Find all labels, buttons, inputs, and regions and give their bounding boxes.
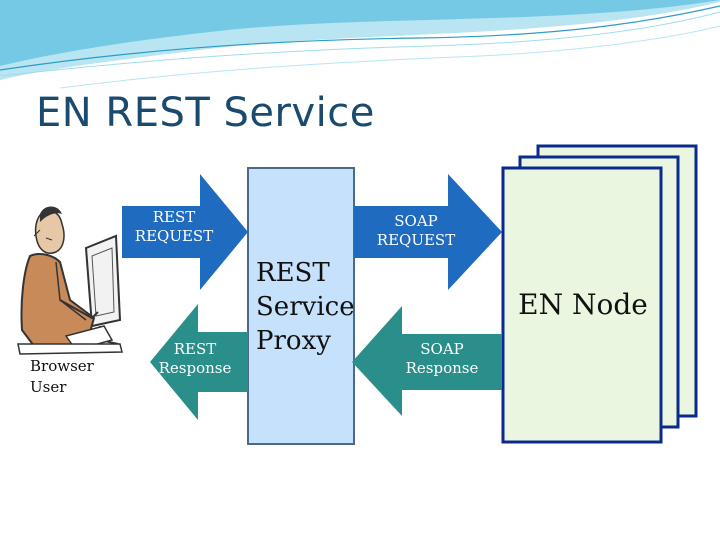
browser-user-label-line1: Browser	[30, 357, 94, 375]
slide-title: EN REST Service	[36, 90, 375, 136]
soap-response-label-line1: SOAP	[420, 340, 464, 358]
soap-response-label-line2: Response	[405, 359, 479, 377]
soap-request-arrow	[354, 174, 502, 290]
browser-user-label: Browser User	[30, 356, 110, 398]
proxy-label-line1: REST	[256, 258, 330, 288]
soap-response-label: SOAP Response	[396, 340, 488, 378]
proxy-label-line3: Proxy	[256, 326, 331, 356]
rest-response-label-line2: Response	[158, 359, 232, 377]
browser-user-label-line2: User	[30, 378, 67, 396]
rest-response-label: REST Response	[152, 340, 238, 378]
person-at-computer-icon	[17, 206, 123, 355]
soap-request-label: SOAP REQUEST	[364, 212, 468, 250]
header-wave-line	[0, 5, 720, 71]
rest-request-arrow	[122, 174, 248, 290]
rest-request-label: REST REQUEST	[124, 208, 224, 246]
proxy-label: REST Service Proxy	[256, 256, 355, 358]
rest-request-label-line2: REQUEST	[134, 227, 214, 245]
header-wave-decoration	[0, 0, 720, 89]
proxy-label-line2: Service	[256, 292, 355, 322]
soap-request-label-line2: REQUEST	[376, 231, 456, 249]
header-wave-fill-dark	[0, 0, 720, 66]
en-node-page-front	[501, 166, 663, 444]
proxy-box	[247, 167, 355, 445]
en-node-label: EN Node	[518, 288, 648, 321]
rest-response-label-line1: REST	[173, 340, 217, 358]
soap-response-arrow	[352, 306, 502, 416]
soap-request-label-line1: SOAP	[394, 212, 438, 230]
rest-response-arrow	[150, 304, 248, 420]
header-wave-line	[0, 11, 720, 77]
header-wave-line	[59, 25, 720, 89]
rest-request-label-line1: REST	[152, 208, 196, 226]
